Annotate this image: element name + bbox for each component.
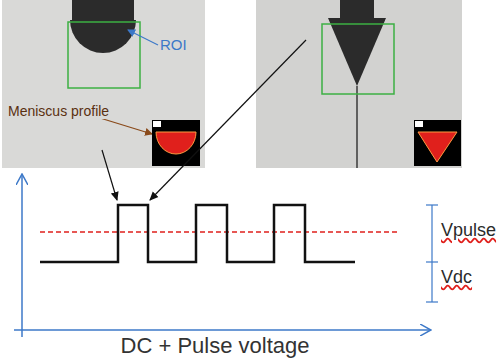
jet-photo (256, 0, 462, 168)
meniscus-photo (2, 0, 205, 168)
y-axis (21, 175, 23, 337)
voltage-bracket (426, 205, 438, 302)
meniscus-label: Meniscus profile (8, 104, 109, 119)
pointer-line (102, 150, 117, 200)
pointer-line (150, 40, 306, 200)
pulse-waveform (40, 205, 355, 262)
voltage-label: Vpulse (441, 221, 496, 241)
x-axis (14, 329, 430, 331)
voltage-label: Vdc (441, 268, 472, 288)
caption: DC + Pulse voltage (121, 334, 310, 358)
average-line (40, 231, 400, 233)
roi-label: ROI (160, 37, 187, 54)
